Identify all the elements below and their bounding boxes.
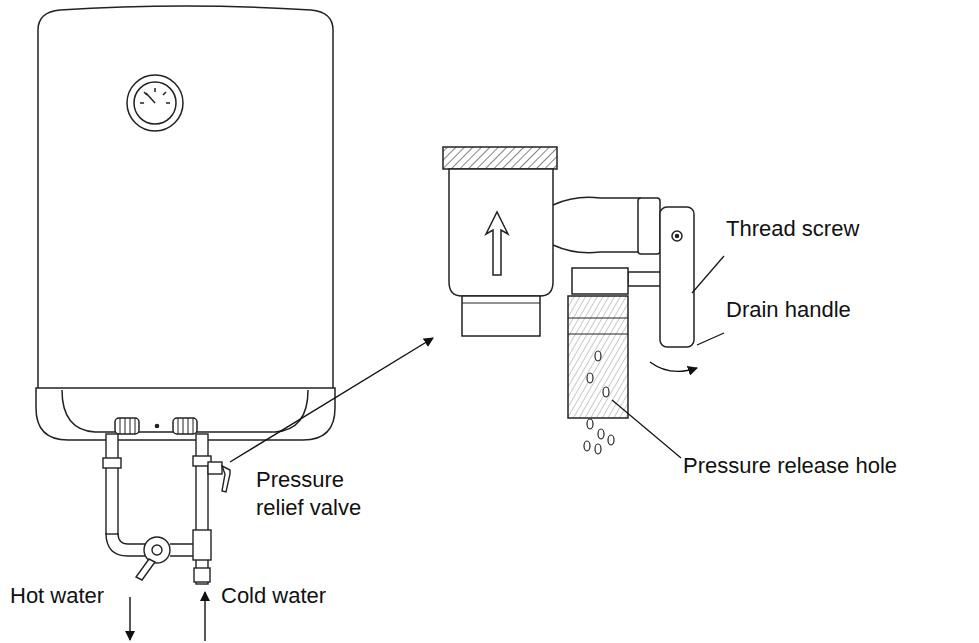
handle-cap [638,198,660,254]
part-label: Hot water [10,582,104,610]
drain-nut [572,268,628,294]
mixing-valve [144,537,170,563]
relief-valve-detail [443,147,694,418]
cold-flow-arrow [204,592,205,641]
inlet-nut [443,147,557,169]
bypass-pipe [170,544,196,556]
part-label: Pressure relief valve [256,466,392,522]
hot-flow-arrow [129,597,130,640]
thread-line [462,303,540,304]
outlet-thread [462,296,540,336]
side-arm [553,197,640,252]
hot-knob [115,418,139,434]
part-label: Cold water [221,582,326,610]
leader-line [697,333,724,345]
pipe-tee [193,530,211,560]
pipework [103,434,230,584]
valve-body [449,169,553,296]
pipe-fitting [194,568,210,582]
drain-handle [660,207,694,347]
cold-knob [173,418,197,434]
pipe-fitting [103,458,121,468]
zoom-arrow [230,338,433,462]
screw-center [676,235,679,238]
panel-dot [155,424,158,427]
thread-screw [672,231,682,241]
gauge-needle [146,93,155,103]
tank-base [36,388,335,440]
turn-direction-arrow [650,362,697,371]
drain-hose [568,296,628,418]
water-drops [584,351,614,454]
relief-lever-small [222,466,230,492]
relief-valve-small [208,462,222,474]
valve-stem [152,545,162,555]
gauge-ticks [140,88,170,103]
gauge-face [134,82,176,124]
tank-body [38,6,333,392]
part-label: Thread screw [726,215,859,243]
knob-ridges [178,418,193,434]
part-label: Drain handle [726,296,851,324]
knob-ridges [120,418,135,434]
handle-link [628,272,662,286]
part-label: Pressure release hole [683,452,897,480]
flow-direction-arrow [486,212,508,275]
leader-line [612,400,681,458]
leader-line [692,256,724,293]
leader-lines [612,256,724,458]
gauge-bezel [127,75,183,131]
water-heater [36,6,335,440]
pipe-elbow [106,533,146,556]
hose-bands [568,318,628,334]
valve-lever [136,559,155,580]
hot-pipe [106,434,118,534]
